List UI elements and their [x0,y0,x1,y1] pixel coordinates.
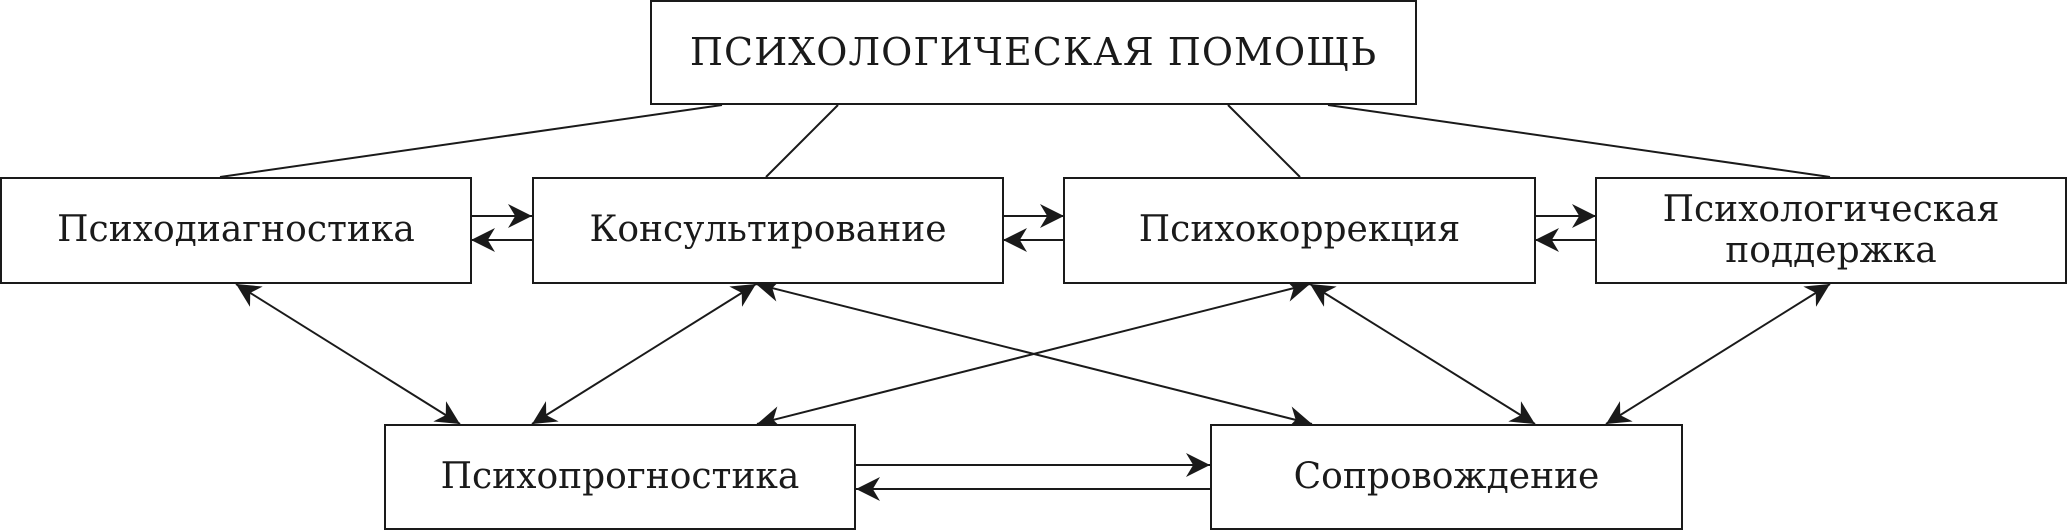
arrow-correction-prognostics [756,278,1311,430]
node-psychological-support-label: Психологическая поддержка [1662,189,2000,271]
arrow-correction-accompaniment [1309,283,1536,425]
node-psychodiagnostics: Психодиагностика [0,177,472,284]
arrow-support-accompaniment [1605,283,1831,425]
node-psychocorrection-label: Психокоррекция [1138,209,1461,251]
arrow-diagnostics-prognostics [235,283,461,425]
arrow-counseling-prognostics [531,283,757,425]
node-psychocorrection: Психокоррекция [1063,177,1536,284]
node-psychoprognostics-label: Психопрогностика [440,455,800,497]
node-psychodiagnostics-label: Психодиагностика [57,209,415,251]
support-label-line2: поддержка [1725,229,1937,271]
node-accompaniment: Сопровождение [1210,424,1683,530]
node-psychological-support: Психологическая поддержка [1595,177,2067,284]
node-counseling-label: Консультирование [589,209,947,251]
link-root-support [1327,104,1831,178]
node-accompaniment-label: Сопровождение [1293,455,1600,497]
node-counseling: Консультирование [532,177,1004,284]
link-root-diagnostics [219,104,723,178]
node-psychoprognostics: Психопрогностика [384,424,856,530]
link-root-counseling [765,104,839,178]
link-root-correction [1227,104,1301,178]
root-node-psychological-help: ПСИХОЛОГИЧЕСКАЯ ПОМОЩЬ [650,0,1417,105]
support-label-line1: Психологическая [1662,189,2000,231]
root-node-label: ПСИХОЛОГИЧЕСКАЯ ПОМОЩЬ [689,30,1378,75]
